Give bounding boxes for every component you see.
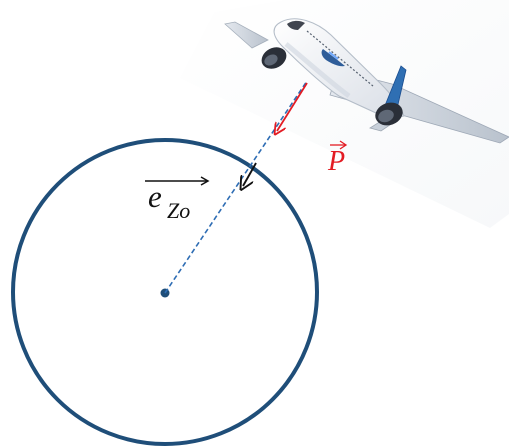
p-vector-overarrow-head [339, 140, 348, 150]
p-vector-arrow [277, 82, 308, 131]
aircraft-illustration [224, 18, 509, 144]
ez0-subscript-text: Zo [167, 198, 190, 223]
p-vector-text: P [327, 146, 345, 177]
earth-circle [11, 138, 319, 446]
center-to-aircraft-dashed-line [164, 80, 308, 294]
ez0-direction-arrow [243, 162, 257, 186]
ez0-overarrow-head [200, 176, 210, 186]
ez0-vector-label: e Zo [145, 176, 210, 223]
p-vector-label: P [327, 140, 348, 177]
aircraft-backdrop [180, 0, 509, 228]
ez0-main-text: e [148, 179, 162, 214]
